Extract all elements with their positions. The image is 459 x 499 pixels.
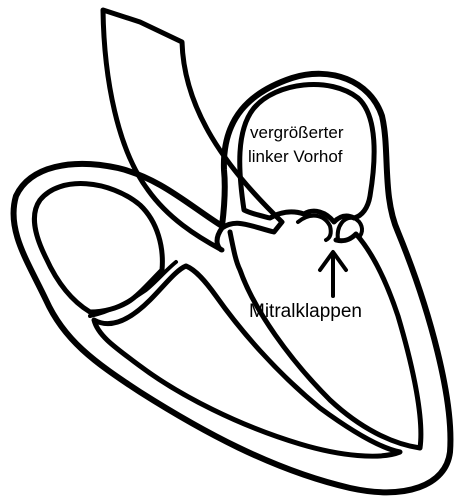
mitral-valve-leaflet-left [298, 216, 331, 240]
mitral-valve-label: Mitralklappen [249, 302, 362, 321]
left-atrium-label-line2: linker Vorhof [248, 148, 343, 165]
left-atrium-label-line1: vergrößerter [250, 124, 344, 141]
